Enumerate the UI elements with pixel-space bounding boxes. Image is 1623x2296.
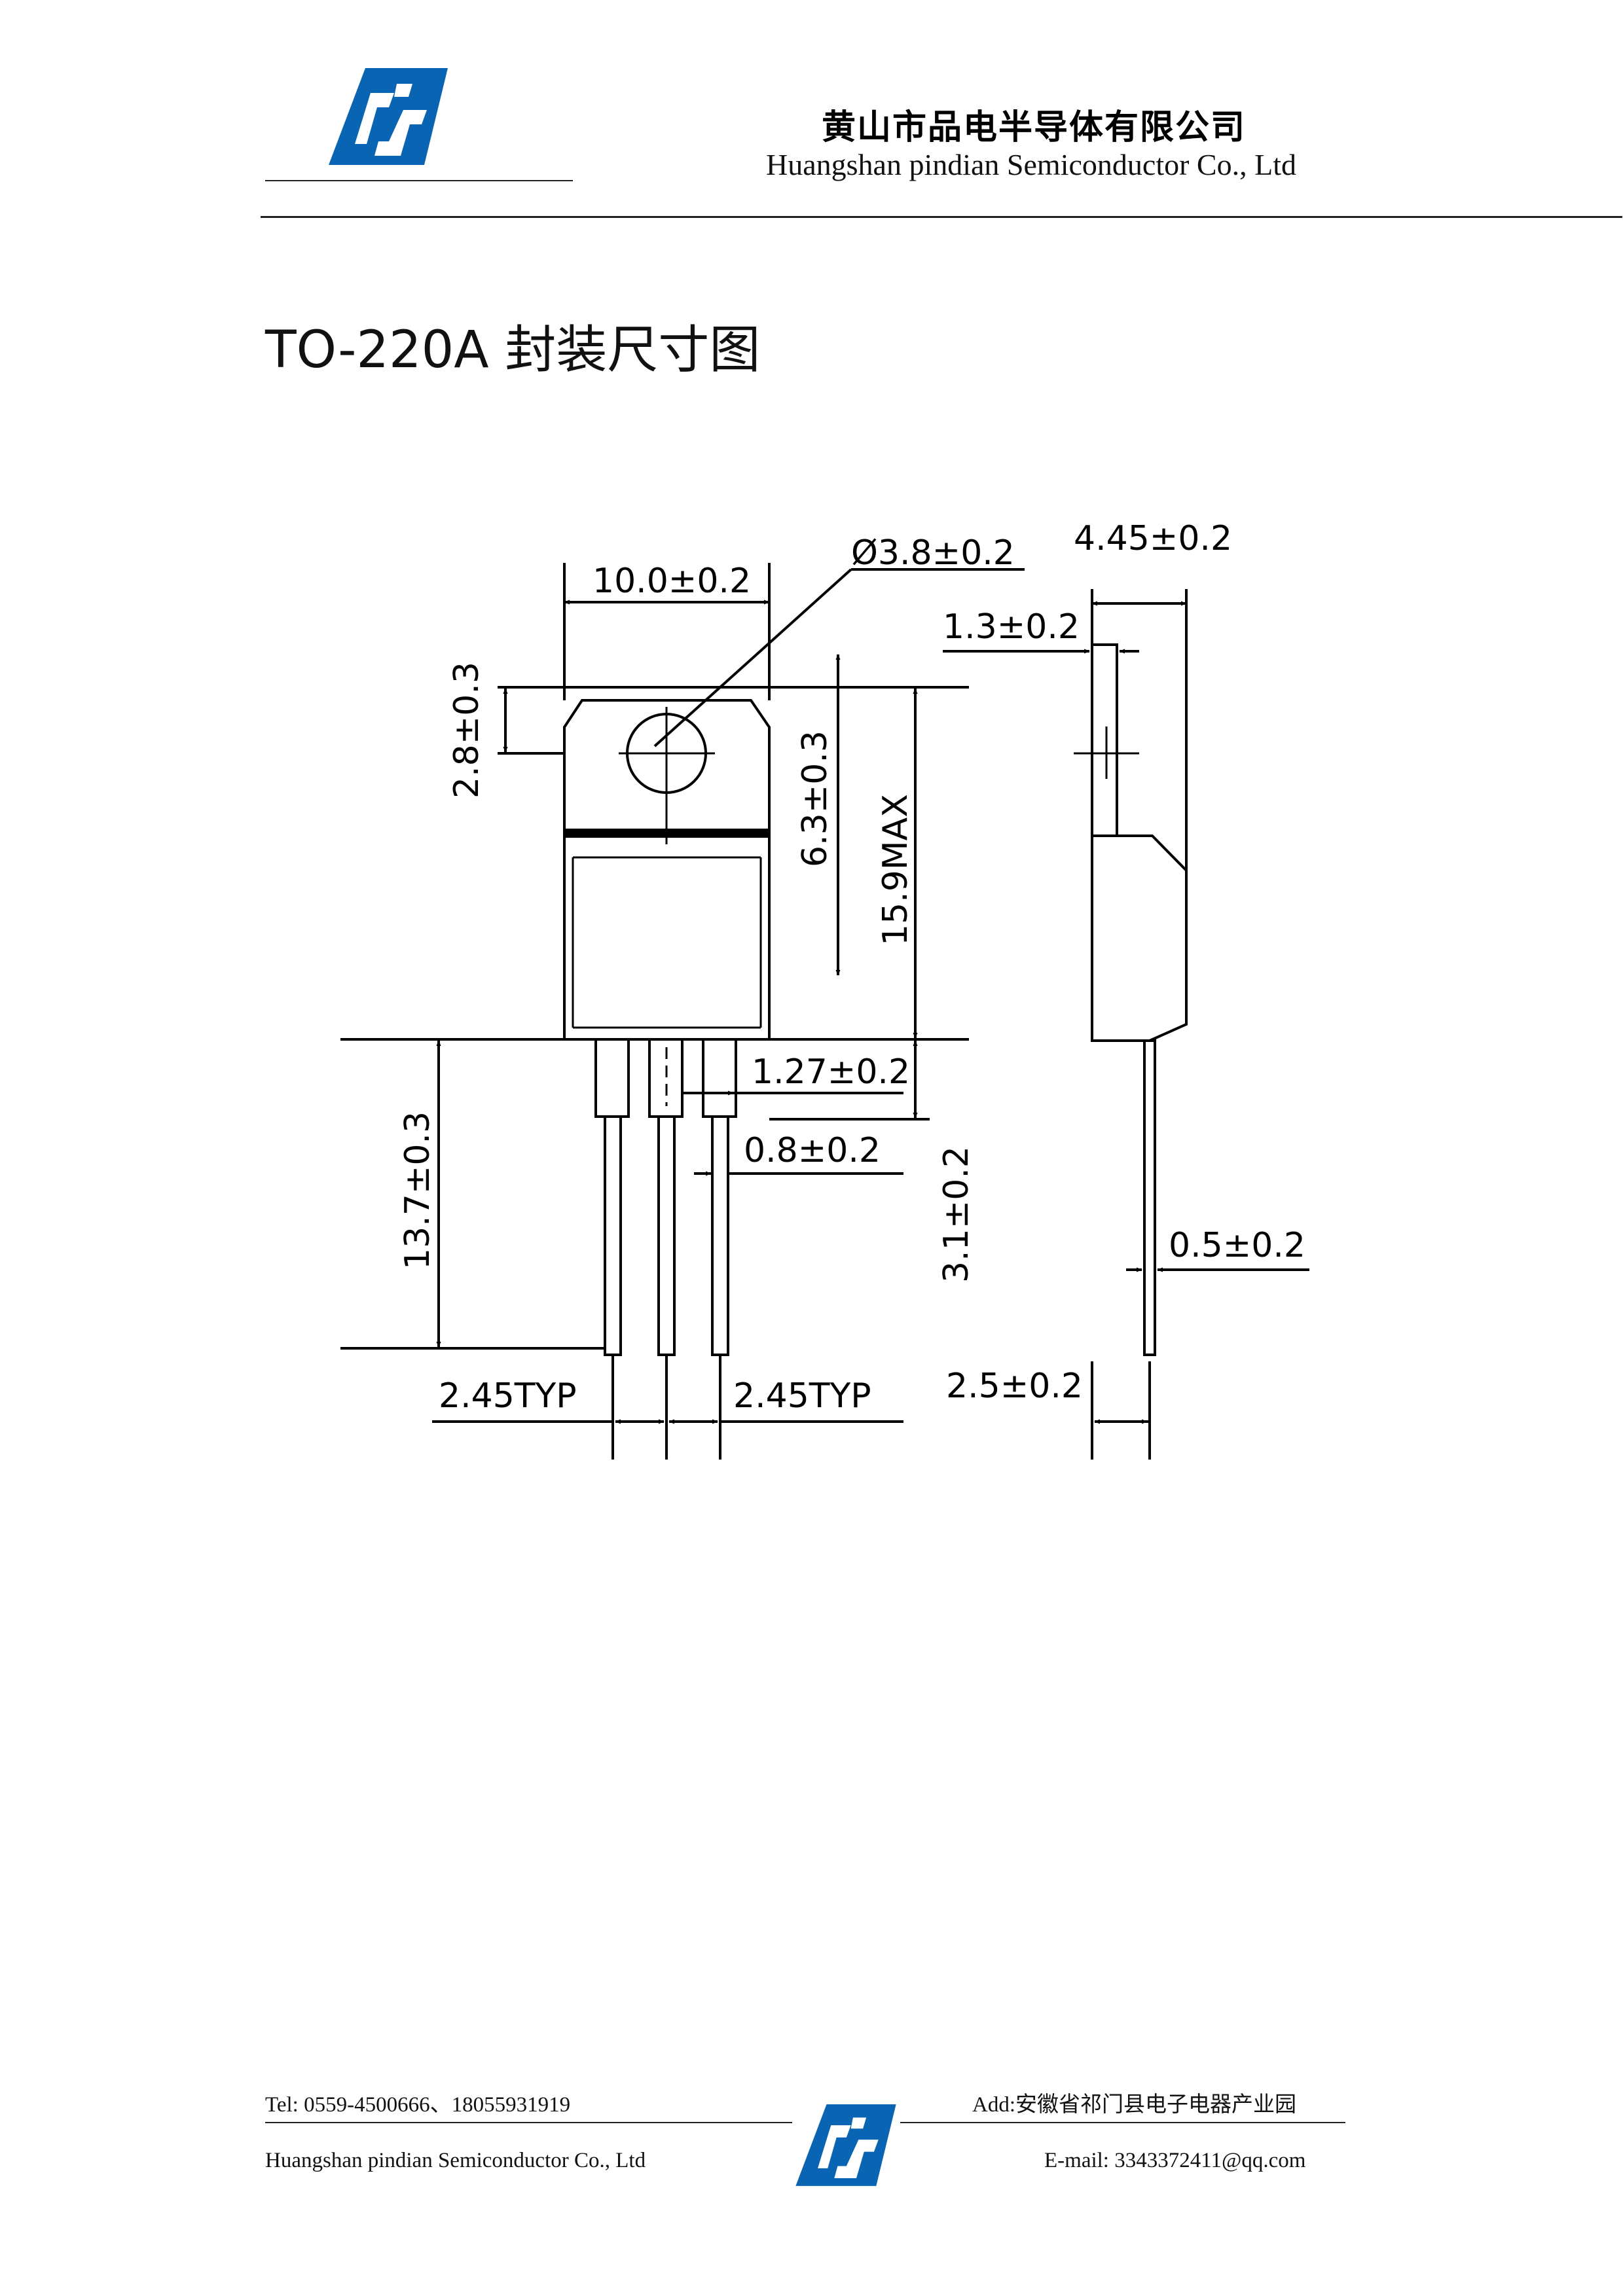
footer-tel: Tel: 0559-4500666、18055931919 [265, 2093, 571, 2117]
dim-tab-thickness: 1.3±0.2 [943, 607, 1080, 647]
dim-lead-length: 13.7±0.3 [398, 1111, 437, 1270]
dim-pitch-right: 2.45TYP [733, 1376, 871, 1416]
package-body [563, 829, 771, 1041]
footer-email: E-mail: 3343372411@qq.com [1044, 2149, 1306, 2172]
lead-left [594, 1038, 630, 1356]
company-name-cn: 黄山市品电半导体有限公司 [822, 108, 1247, 147]
dim-package-height: 15.9MAX [876, 794, 915, 946]
company-logo [329, 68, 448, 165]
dim-side-thickness: 4.45±0.2 [1074, 519, 1232, 558]
dim-lead-offset: 2.5±0.2 [946, 1367, 1083, 1406]
side-view [1074, 643, 1188, 1356]
dim-lead-thickness: 0.5±0.2 [1169, 1226, 1305, 1265]
logo-underline [265, 180, 573, 181]
dim-shoulder-length: 3.1±0.2 [937, 1146, 976, 1283]
footer-rule-left [265, 2122, 792, 2123]
dim-pitch-left: 2.45TYP [439, 1376, 577, 1416]
dim-lead-shoulder-width: 1.27±0.2 [752, 1052, 910, 1092]
dim-hole-to-body: 6.3±0.3 [795, 730, 835, 867]
footer-address: Add:安徽省祁门县电子电器产业园 [972, 2093, 1296, 2117]
header-rule [261, 216, 1622, 218]
dim-hole-offset: 2.8±0.3 [447, 662, 486, 798]
company-name-en: Huangshan pindian Semiconductor Co., Ltd [766, 148, 1296, 181]
footer-company-en: Huangshan pindian Semiconductor Co., Ltd [265, 2149, 646, 2172]
lead-right [702, 1038, 737, 1356]
dim-lead-width: 0.8±0.2 [744, 1131, 881, 1170]
footer-rule-right [900, 2122, 1345, 2123]
dim-hole-diameter: Ø3.8±0.2 [851, 533, 1015, 573]
dim-body-width: 10.0±0.2 [593, 562, 751, 601]
footer-logo [795, 2104, 896, 2186]
page-title: TO-220A 封装尺寸图 [265, 321, 761, 380]
